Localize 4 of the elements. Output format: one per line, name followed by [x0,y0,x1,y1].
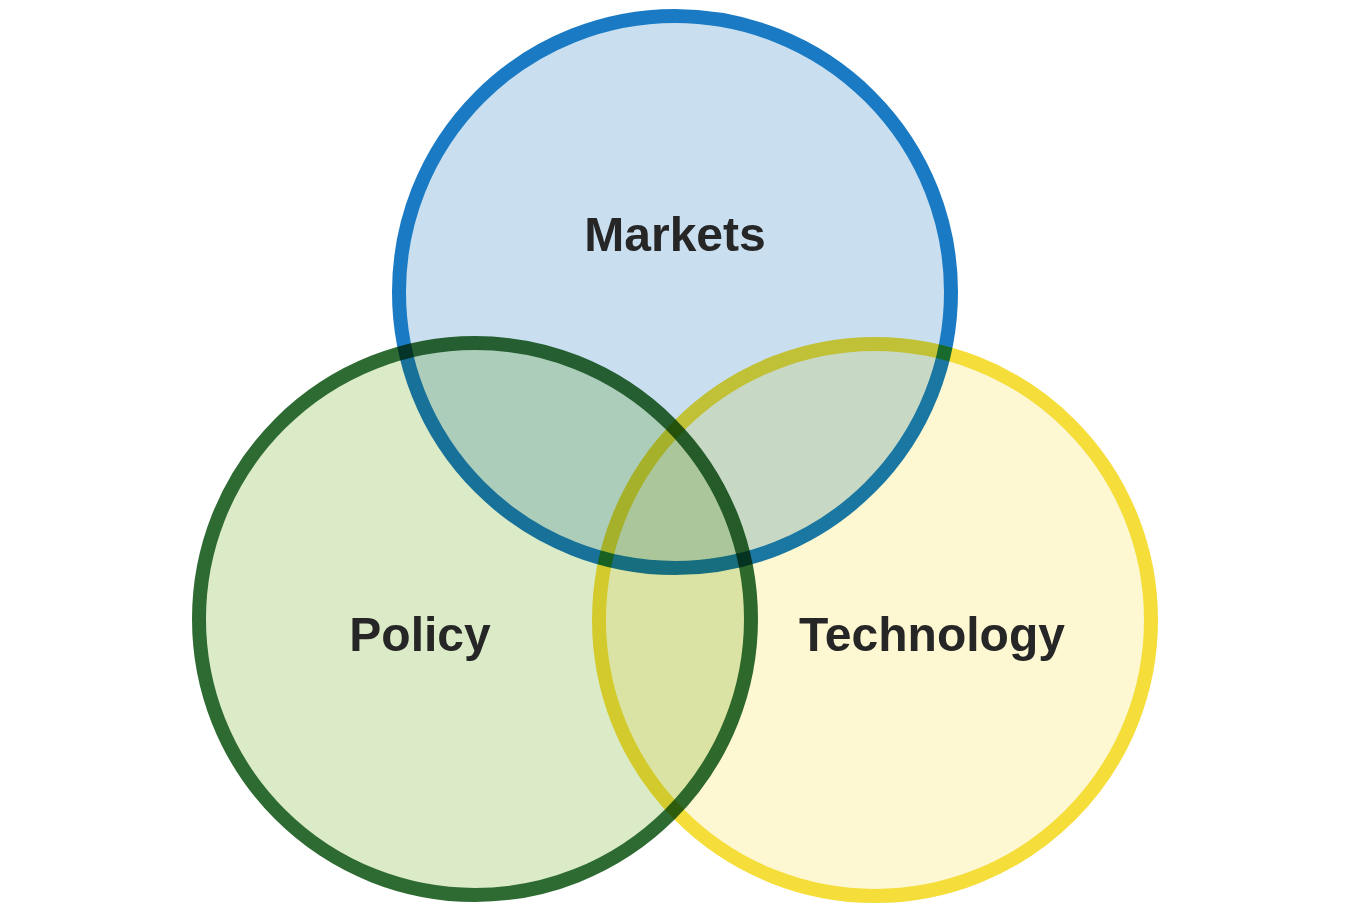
circle-label: Markets [584,211,766,259]
circle-label: Policy [349,611,491,659]
venn-circle [590,335,1160,905]
circle-label: Technology [799,611,1065,659]
